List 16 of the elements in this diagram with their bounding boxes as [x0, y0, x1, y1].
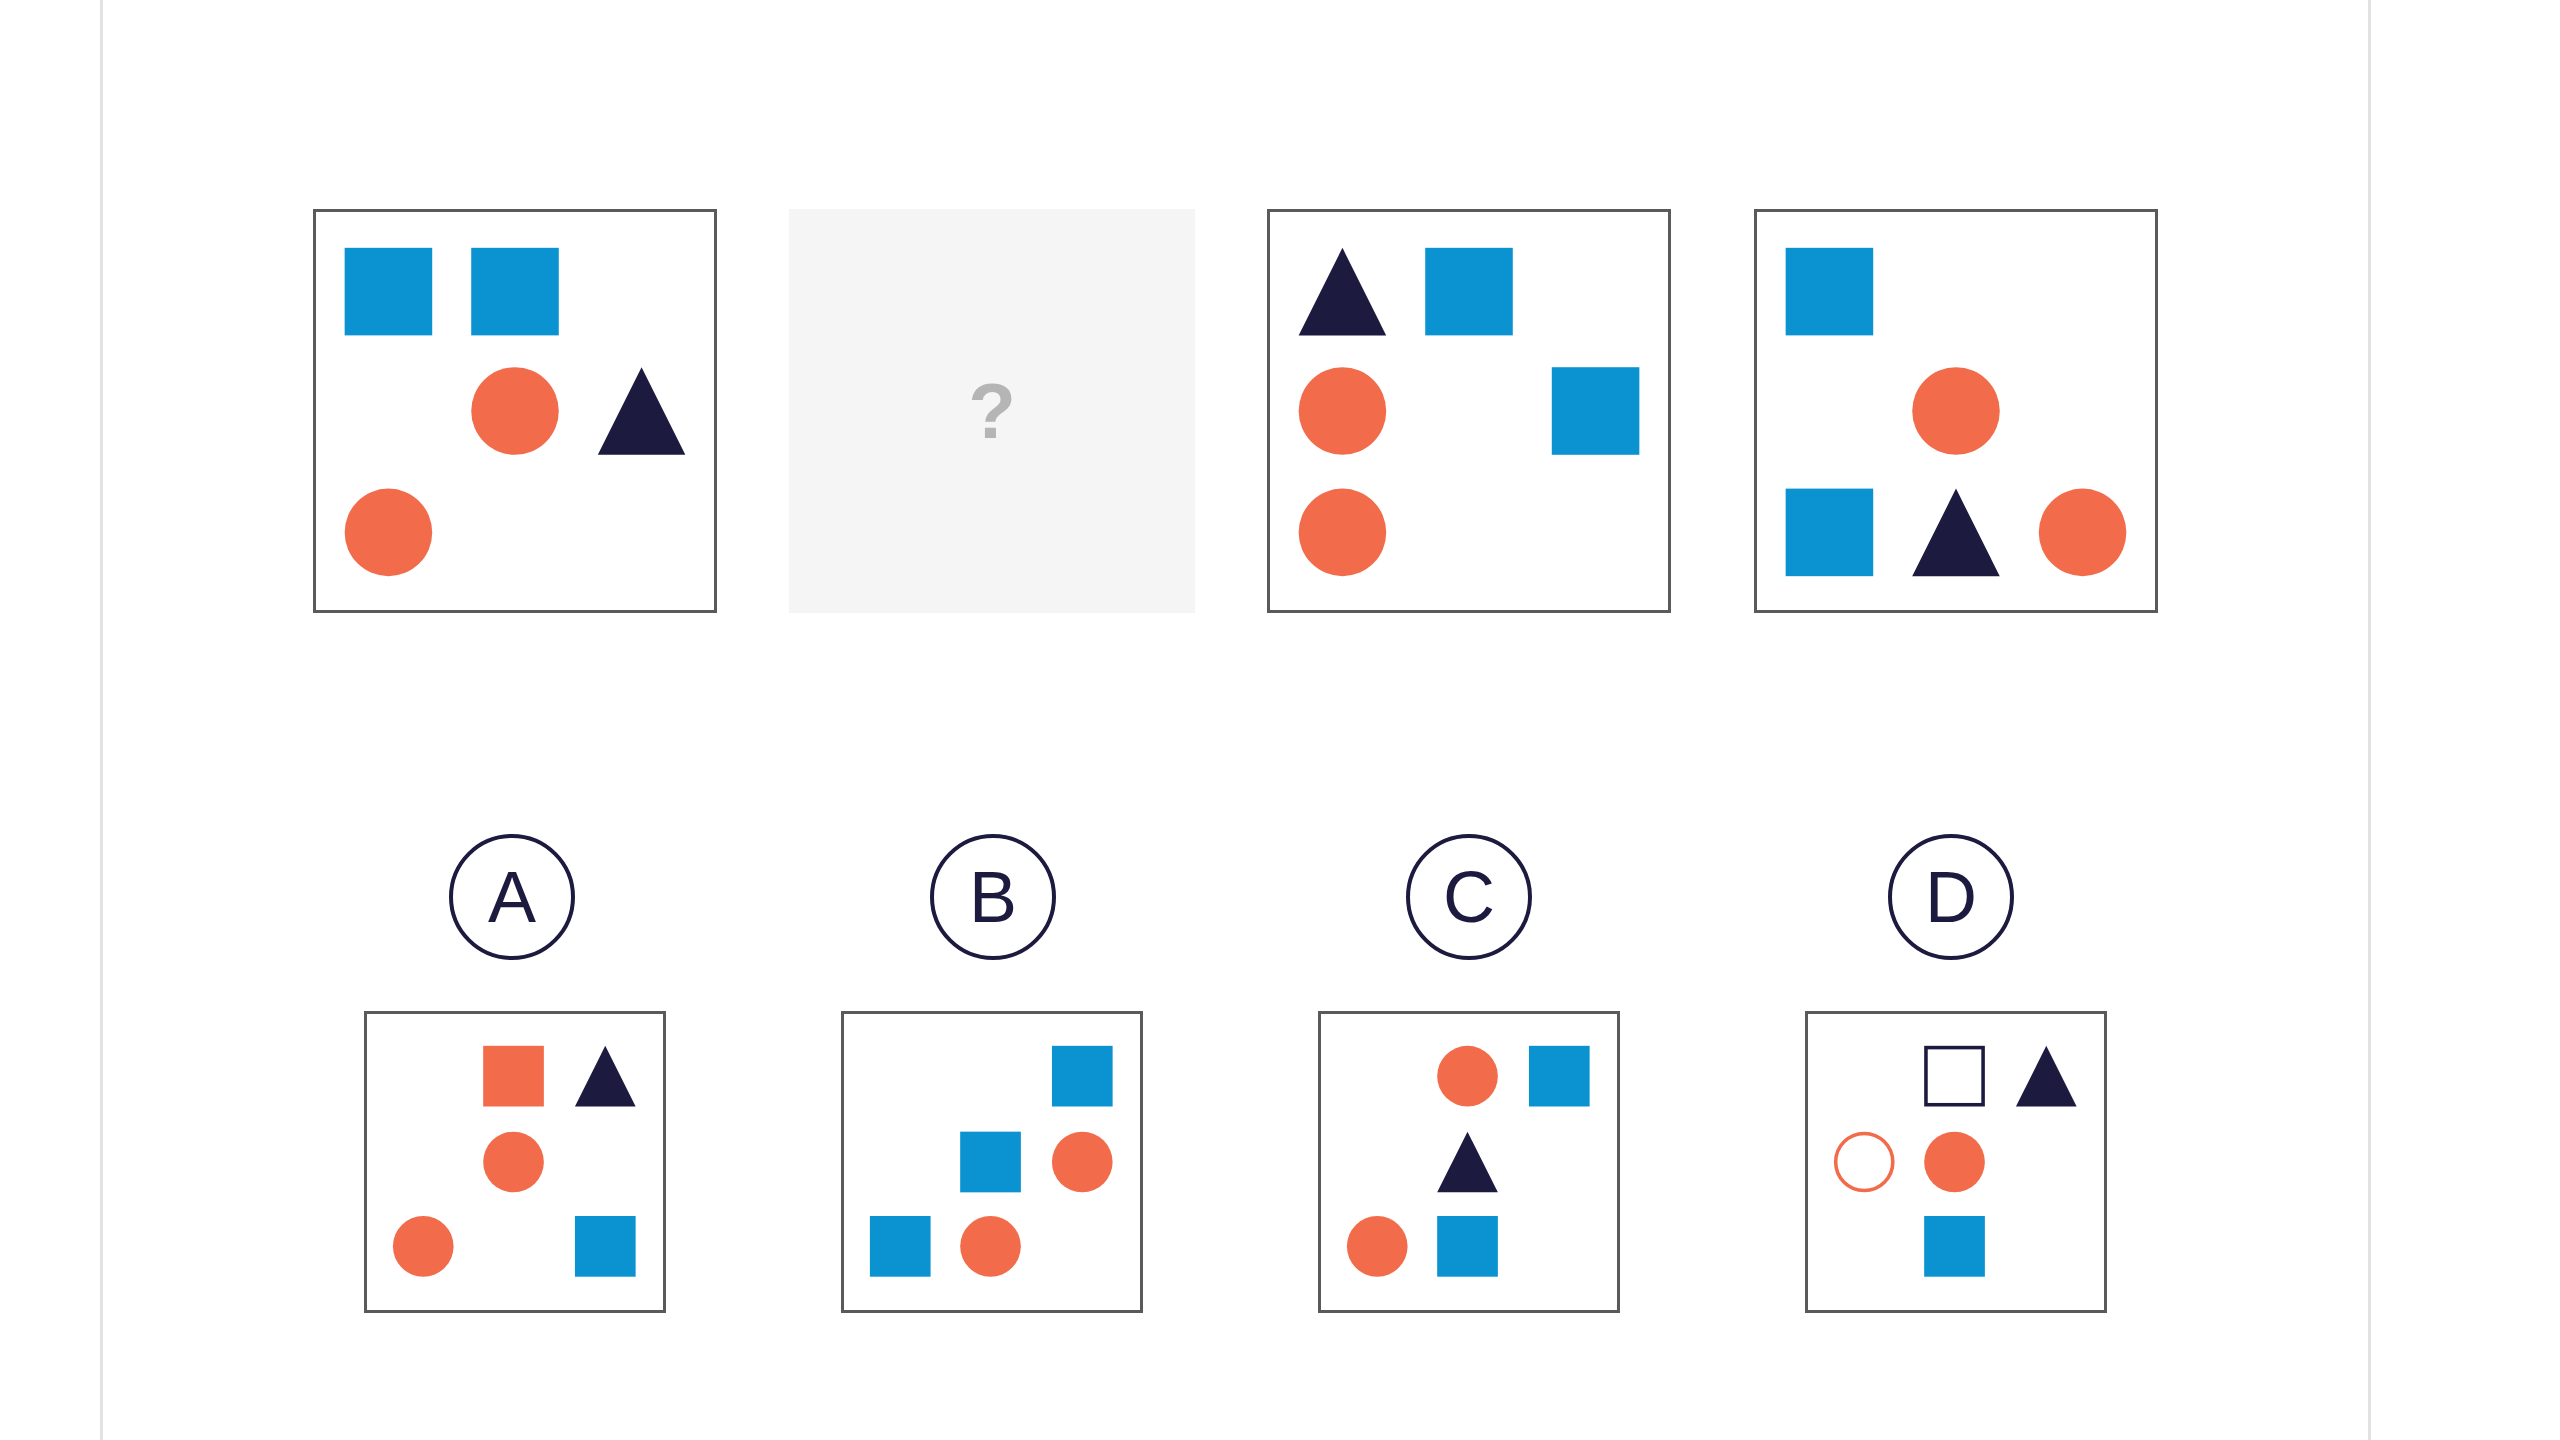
option-panel	[1805, 1011, 2107, 1313]
option-letter: C	[1443, 861, 1495, 933]
sequence-panel	[313, 209, 717, 613]
option-letter-circle	[1406, 834, 1532, 960]
sequence-panel	[1267, 209, 1671, 613]
option-letter-circle	[1888, 834, 2014, 960]
option-letter: D	[1925, 861, 1977, 933]
option-panel	[1318, 1011, 1620, 1313]
option-letter: B	[969, 861, 1017, 933]
option-panel	[364, 1011, 666, 1313]
sequence-panel	[1754, 209, 2158, 613]
question-mark: ?	[968, 365, 1016, 457]
option-letter: A	[488, 861, 536, 933]
option-panel	[841, 1011, 1143, 1313]
option-letter-circle	[930, 834, 1056, 960]
option-letter-circle	[449, 834, 575, 960]
